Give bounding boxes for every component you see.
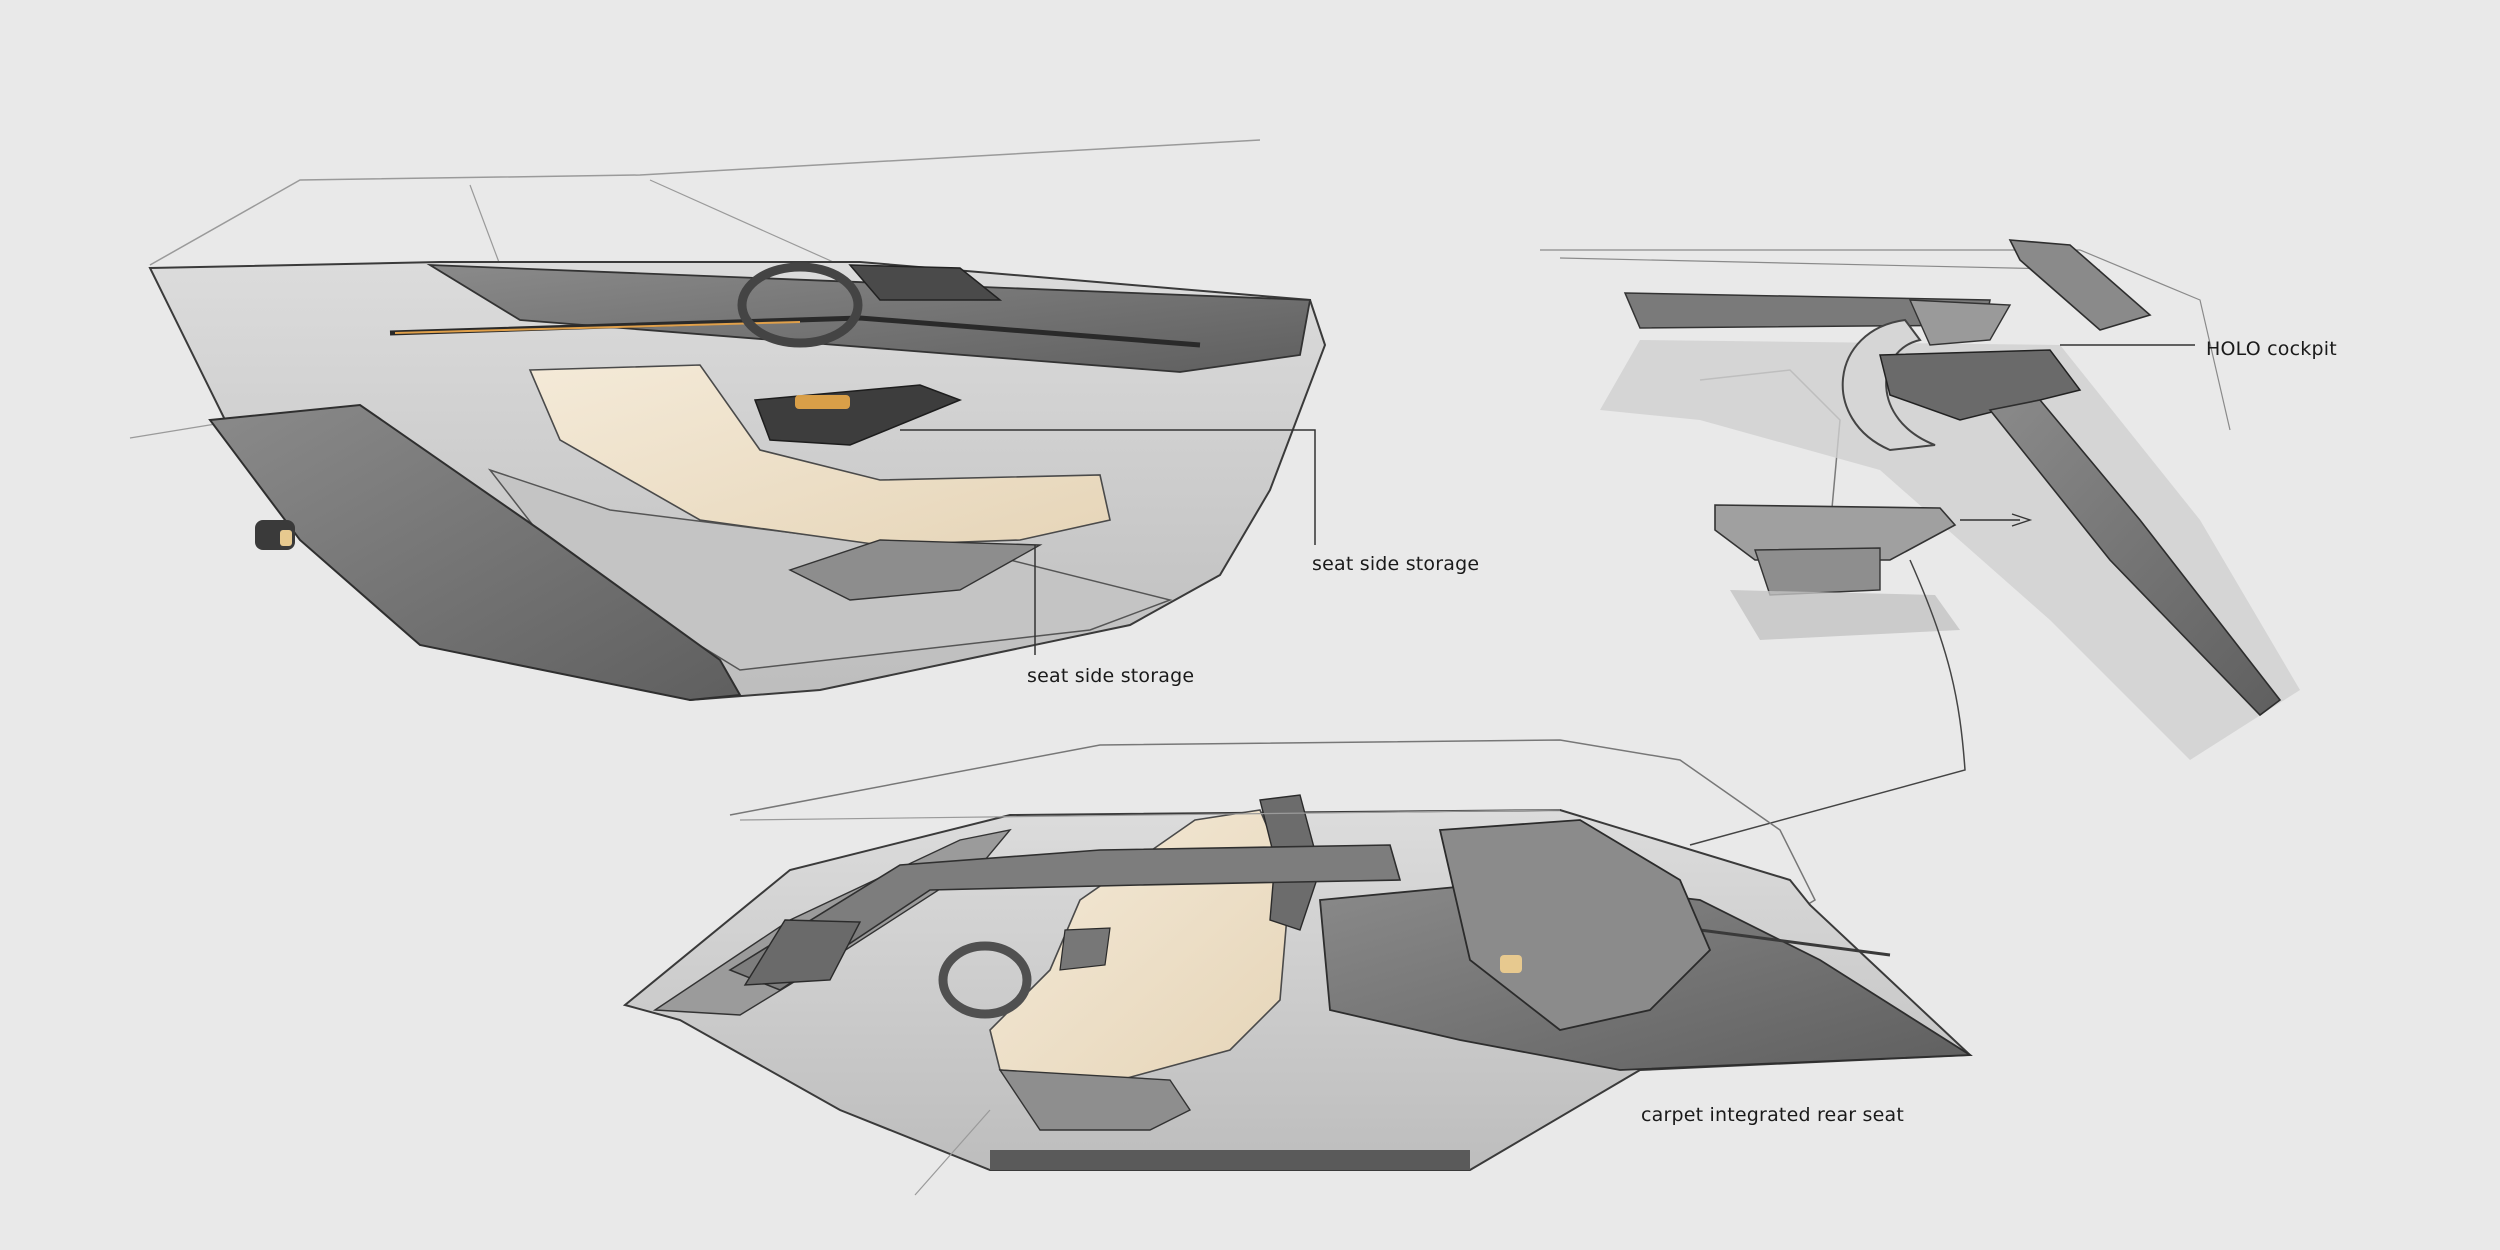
- annotation-seat-side-storage-1: seat side storage: [1312, 553, 1480, 575]
- annotation-holo-cockpit: HOLO cockpit: [2206, 338, 2337, 360]
- annotation-seat-side-storage-2: seat side storage: [1027, 665, 1195, 687]
- annotation-carpet-rear-seat: carpet integrated rear seat: [1641, 1104, 1905, 1126]
- interior-sketch-front: [129, 139, 1327, 702]
- interior-sketch-rear: [622, 739, 1973, 1196]
- cockpit-sketch-holo: [1540, 239, 2300, 846]
